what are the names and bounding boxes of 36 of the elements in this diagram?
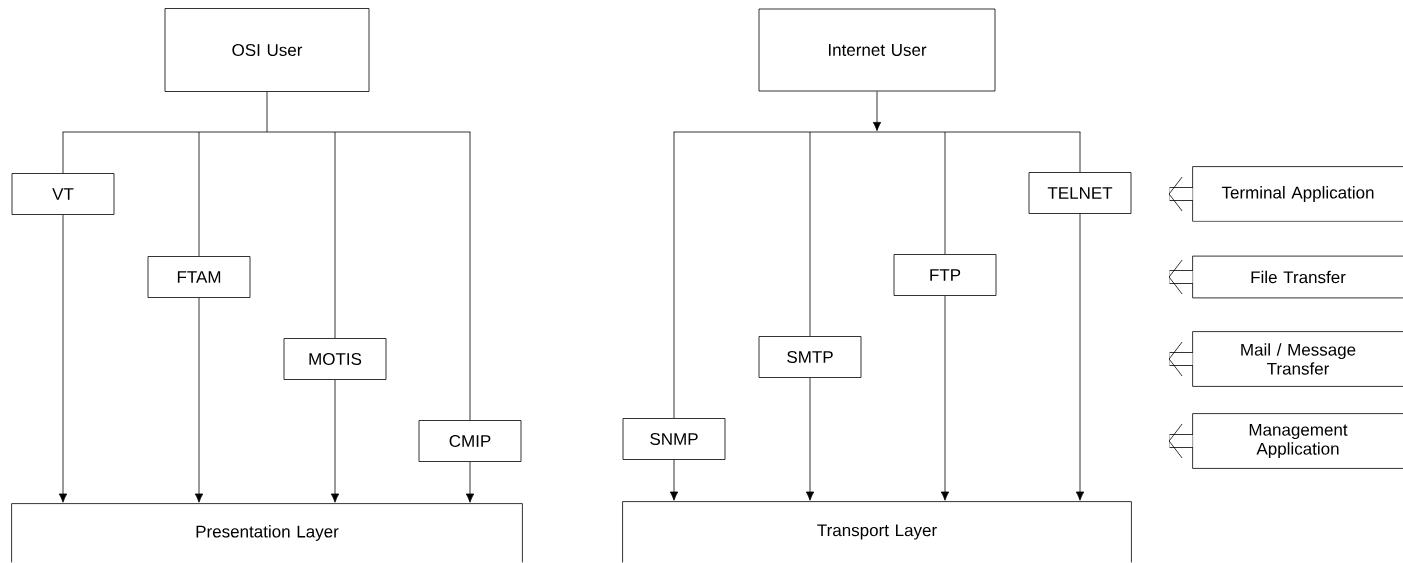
arrow [465, 461, 475, 503]
function-box: File Transfer [1192, 255, 1403, 299]
protocol-box: SMTP [758, 336, 862, 378]
arrow [669, 459, 679, 501]
arrow [872, 91, 882, 131]
arrow [940, 295, 950, 501]
layer-box: Transport Layer [622, 501, 1132, 563]
connector-line [673, 131, 675, 419]
connector-line [334, 131, 336, 339]
connector-line [809, 131, 811, 337]
arrow [805, 377, 815, 501]
protocol-box: CMIP [418, 420, 522, 462]
layer-box: Presentation Layer [11, 503, 523, 563]
connector-line [1079, 131, 1081, 173]
protocol-box: FTP [893, 254, 997, 296]
protocol-box: MOTIS [283, 338, 387, 380]
protocol-box: FTAM [147, 256, 251, 298]
connector-line [62, 131, 64, 174]
connector-line [944, 131, 946, 255]
bus-line [673, 131, 1081, 133]
connector-line [198, 131, 200, 257]
user-box: OSI User [164, 8, 370, 92]
connector-line [469, 131, 471, 421]
connector-line [266, 91, 268, 133]
bus-line [62, 131, 471, 133]
function-box: Mail / Message Transfer [1192, 331, 1403, 387]
function-box: Management Application [1192, 413, 1403, 469]
user-box: Internet User [758, 8, 996, 92]
arrow [58, 214, 68, 503]
protocol-box: SNMP [622, 418, 726, 460]
arrow [1075, 213, 1085, 501]
function-box: Terminal Application [1192, 166, 1403, 222]
arrow [194, 297, 204, 503]
protocol-box: TELNET [1028, 172, 1132, 214]
arrow [330, 379, 340, 503]
protocol-box: VT [11, 173, 115, 215]
